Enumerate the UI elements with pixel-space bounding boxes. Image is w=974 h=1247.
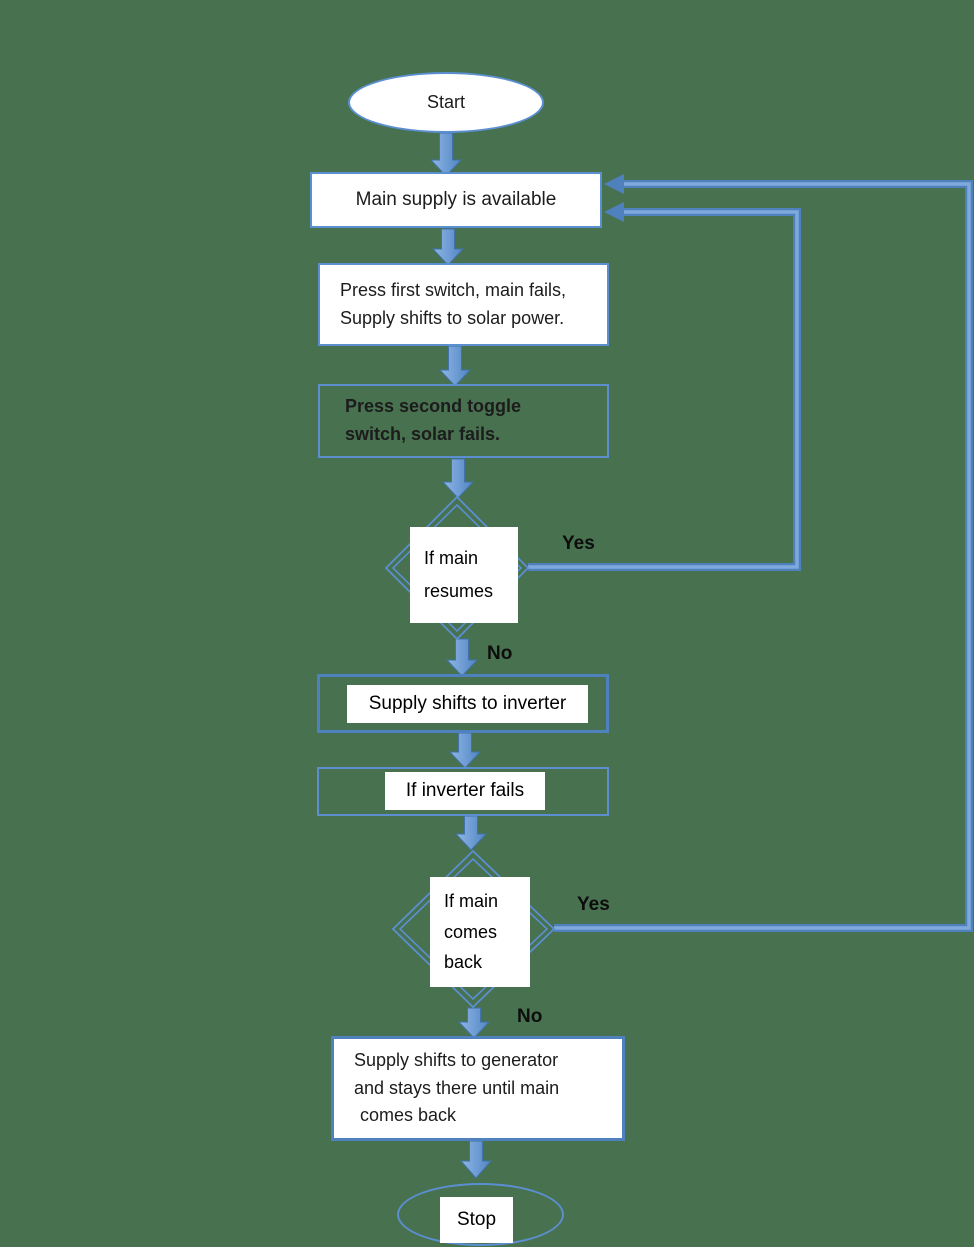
arrow-main-supply-to-press-first (431, 228, 465, 266)
main-supply-label: Main supply is available (355, 189, 557, 211)
supply-shifts-generator-line1: Supply shifts to generator (354, 1049, 559, 1070)
if-main-resumes-label-box: If main resumes (410, 527, 518, 623)
supply-shifts-inverter-node (317, 674, 609, 733)
resumes-yes-label: Yes (562, 533, 595, 554)
press-first-switch-node: Press first switch, main fails, Supply s… (318, 263, 609, 346)
press-first-switch-line1: Press first switch, main fails, (340, 279, 567, 300)
loop-comes-back-yes-line (554, 180, 973, 932)
if-inverter-fails-node (317, 767, 609, 816)
loop-resumes-yes-arrowhead (604, 202, 624, 222)
resumes-no-label: No (487, 643, 513, 664)
arrow-start-to-main-supply (429, 132, 463, 177)
arrow-if-inverter-fails-to-if-main-comes-back (454, 815, 488, 851)
if-main-resumes-line2: resumes (424, 581, 494, 601)
if-main-comes-back-line2: comes (444, 921, 498, 942)
press-second-toggle-line2: switch, solar fails. (345, 424, 501, 444)
arrow-press-first-to-press-second (438, 345, 472, 387)
arrow-no-to-supply-generator (457, 1007, 491, 1039)
arrow-no-to-supply-inverter (445, 638, 479, 677)
if-inverter-fails-label: If inverter fails (405, 780, 525, 801)
start-node: Start (348, 72, 544, 133)
loop-resumes-yes-line-highlight (528, 210, 799, 569)
supply-shifts-inverter-label: Supply shifts to inverter (368, 693, 567, 714)
supply-shifts-inverter-label-box: Supply shifts to inverter (347, 685, 588, 723)
comes-back-no-label: No (517, 1006, 543, 1027)
if-main-resumes-line1: If main (424, 547, 479, 568)
if-main-comes-back-line1: If main (444, 891, 499, 912)
supply-shifts-generator-line2: and stays there until main (354, 1077, 560, 1098)
comes-back-yes-label: Yes (577, 894, 610, 915)
stop-label: Stop (456, 1209, 497, 1230)
press-first-switch-line2: Supply shifts to solar power. (340, 307, 565, 328)
main-supply-node: Main supply is available (310, 172, 602, 228)
start-label: Start (426, 91, 465, 112)
if-main-comes-back-label-box: If main comes back (430, 877, 530, 987)
supply-shifts-generator-line3: comes back (360, 1105, 457, 1126)
arrow-supply-generator-to-stop (459, 1140, 493, 1179)
arrow-press-second-to-if-main-resumes (441, 458, 475, 499)
stop-node (397, 1183, 564, 1246)
press-second-toggle-node: Press second toggle switch, solar fails. (318, 384, 609, 458)
if-inverter-fails-label-box: If inverter fails (385, 772, 545, 810)
press-second-toggle-line1: Press second toggle (345, 396, 522, 417)
if-main-comes-back-line3: back (444, 952, 483, 973)
stop-label-box: Stop (440, 1197, 513, 1243)
supply-shifts-generator-node: Supply shifts to generator and stays the… (331, 1036, 625, 1141)
arrow-supply-inverter-to-if-inverter-fails (448, 732, 482, 769)
loop-comes-back-yes-line-highlight (554, 182, 971, 930)
loop-comes-back-yes-arrowhead (604, 174, 624, 194)
